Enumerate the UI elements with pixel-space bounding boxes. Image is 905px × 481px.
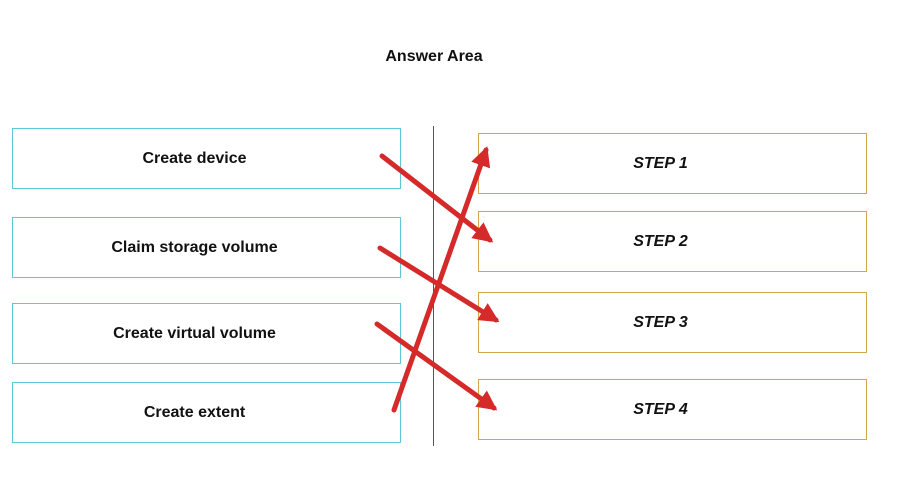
target-slot-step-1[interactable]: STEP 1 — [478, 133, 867, 194]
target-slot-step-4[interactable]: STEP 4 — [478, 379, 867, 440]
target-slot-step-3[interactable]: STEP 3 — [478, 292, 867, 353]
source-item-claim-storage-volume[interactable]: Claim storage volume — [12, 217, 401, 278]
answer-area-title: Answer Area — [385, 48, 483, 65]
source-item-create-virtual-volume[interactable]: Create virtual volume — [12, 303, 401, 364]
center-divider — [433, 126, 434, 446]
target-slot-step-2[interactable]: STEP 2 — [478, 211, 867, 272]
source-item-create-extent[interactable]: Create extent — [12, 382, 401, 443]
arrow-create-extent-to-step-1 — [391, 146, 491, 413]
source-item-create-device[interactable]: Create device — [12, 128, 401, 189]
